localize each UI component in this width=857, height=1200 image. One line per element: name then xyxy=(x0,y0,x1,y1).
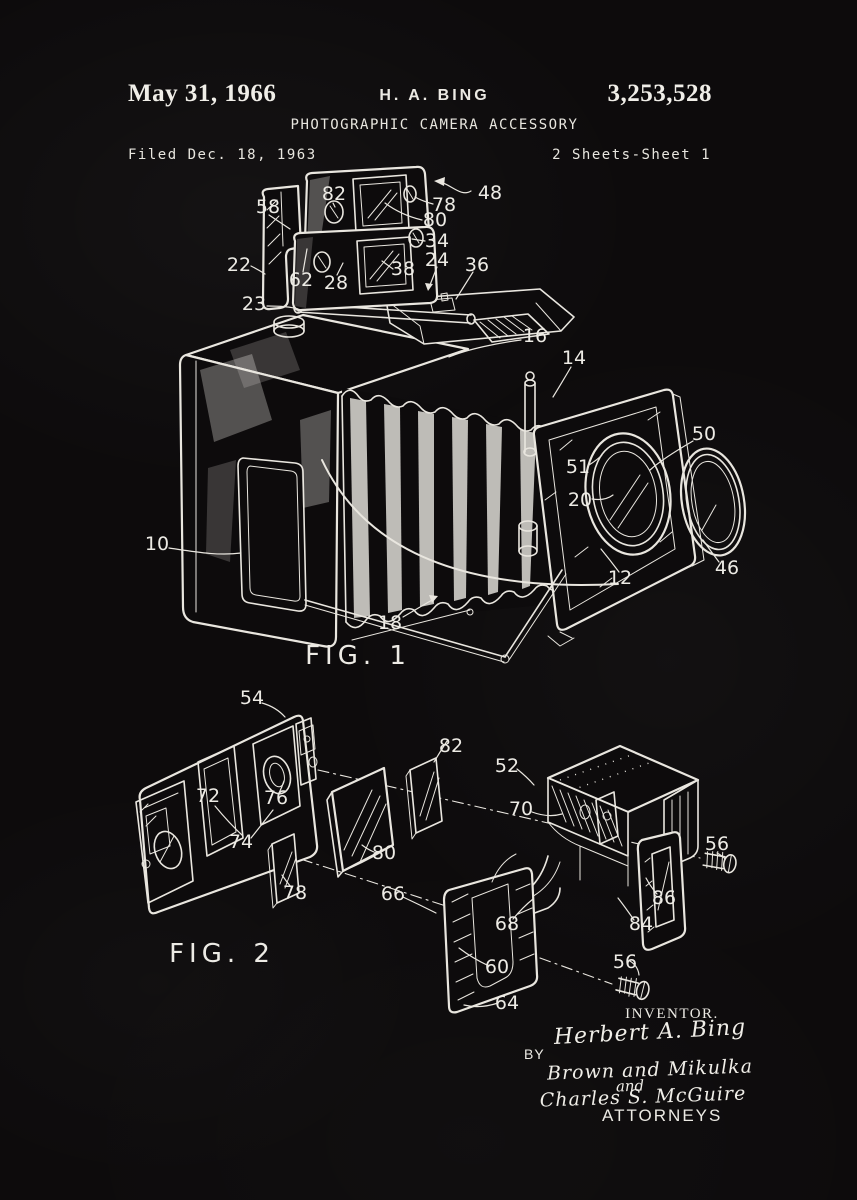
fig1-ref-80: 80 xyxy=(423,209,447,231)
folding-struts xyxy=(304,459,619,664)
sheet-info: 2 Sheets-Sheet 1 xyxy=(552,147,711,163)
mounting-plate xyxy=(135,714,319,915)
lens-ring xyxy=(679,447,747,557)
fig2-ref-84: 84 xyxy=(629,913,653,935)
prism xyxy=(326,766,395,878)
fig2-ref-78: 78 xyxy=(283,882,307,904)
fig2-ref-68: 68 xyxy=(495,913,519,935)
attorneys-heading: ATTORNEYS xyxy=(602,1106,723,1125)
fig1-ref-24: 24 xyxy=(425,249,449,271)
fig2-ref-54: 54 xyxy=(240,687,264,709)
body-recessed-panel xyxy=(237,457,307,612)
filed-date: Filed Dec. 18, 1963 xyxy=(128,147,317,163)
by-label: BY xyxy=(524,1046,545,1062)
patent-number: 3,253,528 xyxy=(607,80,712,107)
shutter-knob xyxy=(273,315,305,338)
fig1-ref-28: 28 xyxy=(324,272,348,294)
figure-2-drawing: 54 72 76 74 78 80 66 82 52 70 56 86 84 6… xyxy=(135,687,737,1014)
fig2-reference-numerals: 54 72 76 74 78 80 66 82 52 70 56 86 84 6… xyxy=(196,687,729,1014)
figure-2-caption: FIG. 2 xyxy=(169,939,275,969)
fig1-ref-51: 51 xyxy=(566,456,590,478)
side-knob xyxy=(518,520,538,557)
fig2-ref-56a: 56 xyxy=(705,833,729,855)
fig2-ref-70: 70 xyxy=(509,798,533,820)
fig1-ref-82: 82 xyxy=(322,183,346,205)
fig2-ref-86: 86 xyxy=(652,887,676,909)
fig1-ref-46: 46 xyxy=(715,557,739,579)
fig1-ref-36: 36 xyxy=(465,254,489,276)
fig1-reference-numerals: 48 82 78 58 80 34 24 36 22 38 62 28 23 1… xyxy=(145,182,739,634)
fig2-ref-56b: 56 xyxy=(613,951,637,973)
fig2-ref-74: 74 xyxy=(229,831,253,853)
fig1-leader-lines xyxy=(168,177,720,618)
fig1-ref-10: 10 xyxy=(145,533,169,555)
fig1-ref-23: 23 xyxy=(242,293,266,315)
inventor-heading: INVENTOR. xyxy=(625,1006,719,1022)
fig1-ref-78: 78 xyxy=(432,194,456,216)
screw-lower xyxy=(615,976,650,1001)
eyepiece-frame xyxy=(636,831,687,951)
fig1-ref-20: 20 xyxy=(568,489,592,511)
fig1-ref-62: 62 xyxy=(289,269,313,291)
viewfinder-accessory xyxy=(261,165,439,312)
thin-mirror-plate xyxy=(405,757,443,840)
fig1-ref-16: 16 xyxy=(523,325,547,347)
fig1-ref-38: 38 xyxy=(391,258,415,280)
fig1-ref-12: 12 xyxy=(608,567,632,589)
patent-date: May 31, 1966 xyxy=(128,80,277,107)
fig2-ref-52: 52 xyxy=(495,755,519,777)
fig1-ref-34: 34 xyxy=(425,230,449,252)
fig1-ref-22: 22 xyxy=(227,254,251,276)
fig2-ref-66: 66 xyxy=(381,883,405,905)
inventor-name-header: H. A. BING xyxy=(379,87,490,104)
fig1-ref-58: 58 xyxy=(256,196,280,218)
fig2-ref-80: 80 xyxy=(372,842,396,864)
small-mirror-plate xyxy=(267,833,300,909)
fig2-ref-64: 64 xyxy=(495,992,519,1014)
fig2-ref-82: 82 xyxy=(439,735,463,757)
fig2-ref-60: 60 xyxy=(485,956,509,978)
patent-title: PHOTOGRAPHIC CAMERA ACCESSORY xyxy=(290,117,579,133)
bellows xyxy=(341,388,579,629)
fig2-ref-76: 76 xyxy=(264,787,288,809)
clamp-bracket xyxy=(442,853,539,1014)
camera-body xyxy=(178,313,470,648)
alignment-axes xyxy=(191,769,701,985)
figure-1-caption: FIG. 1 xyxy=(305,641,411,671)
fig1-ref-18: 18 xyxy=(378,612,402,634)
fig2-ref-72: 72 xyxy=(196,785,220,807)
fig2-leader-lines xyxy=(214,702,726,1008)
fig1-ref-50: 50 xyxy=(692,423,716,445)
fig1-ref-48: 48 xyxy=(478,182,502,204)
figure-1-drawing: 48 82 78 58 80 34 24 36 22 38 62 28 23 1… xyxy=(145,165,747,671)
fig1-ref-14: 14 xyxy=(562,347,586,369)
housing-block xyxy=(497,744,700,951)
front-lens-standard xyxy=(532,388,705,639)
